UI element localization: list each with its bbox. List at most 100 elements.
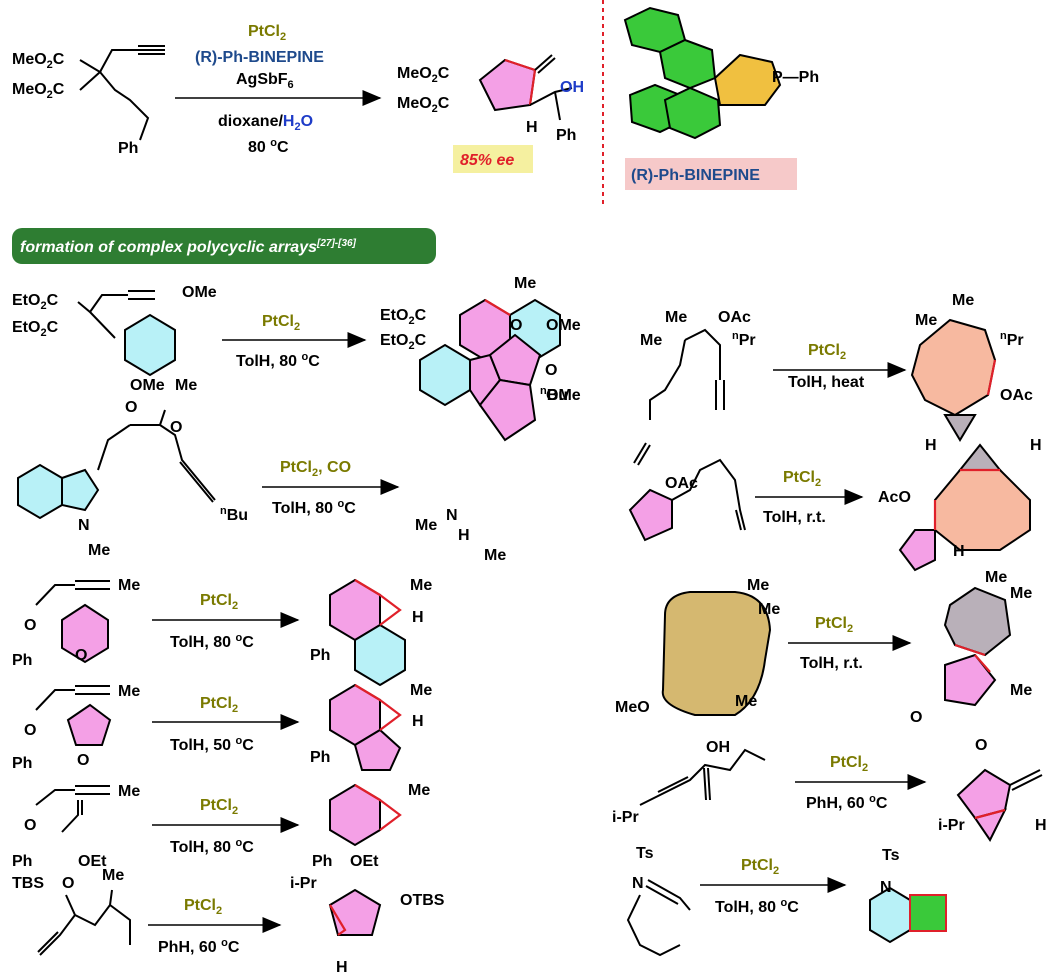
r6-me: Me: [102, 867, 124, 884]
section-banner: formation of complex polycyclic arrays[2…: [12, 228, 436, 264]
r9-prod-me-3: Me: [1010, 682, 1032, 699]
r8-prod-aco: AcO: [878, 489, 911, 506]
ee-value: 85% ee: [460, 152, 514, 169]
r1-prod-me: Me: [514, 275, 536, 292]
top-product: MeO2C MeO2C OH H Ph 85% ee: [397, 54, 584, 173]
ligand-label: (R)-Ph-BINEPINE: [631, 167, 760, 184]
r2-prod-o-carbonyl: O: [510, 317, 522, 334]
r6-catalyst: PtCl2: [184, 897, 222, 917]
top-additive: AgSbF6: [236, 71, 294, 91]
sm-ph-label: Ph: [118, 140, 138, 157]
reaction-2: N Me O O Me nBu PtCl2, CO TolH, 80 oC O …: [17, 317, 568, 564]
r2-prod-me: Me: [484, 547, 506, 564]
r8-prod-h-2: H: [1030, 437, 1042, 454]
r4-ring-o: O: [77, 752, 89, 769]
r6-tbs: TBS: [12, 875, 44, 892]
r5-o: O: [24, 817, 36, 834]
r8-prod-h-3: H: [953, 543, 965, 560]
product-h: H: [526, 119, 538, 136]
r4-ph: Ph: [12, 755, 32, 772]
r2-prod-nbu: nBu: [540, 385, 568, 404]
r5-ph: Ph: [12, 853, 32, 870]
r11-prod-n: N: [880, 879, 892, 896]
r2-me-top: Me: [175, 377, 197, 394]
r4-prod-ph: Ph: [310, 749, 330, 766]
r10-prod-o: O: [975, 737, 987, 754]
ligand-label-bg: [625, 158, 797, 190]
reaction-3: Me O Ph O PtCl2 TolH, 80 oC Me H Ph: [12, 577, 432, 687]
r3-catalyst: PtCl2: [200, 592, 238, 612]
reaction-7: Me Me OAc nPr PtCl2 TolH, heat Me Me nPr…: [640, 292, 1033, 442]
r11-catalyst: PtCl2: [741, 857, 779, 877]
r2-conditions: TolH, 80 oC: [272, 498, 356, 517]
r6-prod-otbs: OTBS: [400, 892, 445, 909]
banner-text: formation of complex polycyclic arrays[2…: [20, 238, 357, 256]
r3-ring-o: O: [75, 647, 87, 664]
r10-prod-h: H: [1035, 817, 1047, 834]
r5-catalyst: PtCl2: [200, 797, 238, 817]
r6-o: O: [62, 875, 74, 892]
top-solvent: dioxane/H2O: [218, 113, 313, 133]
reaction-9: Me Me MeO Me PtCl2 TolH, r.t. Me Me Me O: [615, 569, 1032, 726]
r11-prod-ts: Ts: [882, 847, 900, 864]
reaction-11: Ts N PtCl2 TolH, 80 oC Ts N: [626, 845, 947, 957]
r3-conditions: TolH, 80 oC: [170, 632, 254, 651]
r9-me-3: Me: [735, 693, 757, 710]
r10-prod-ipr: i-Pr: [938, 817, 965, 834]
r5-prod-ph: Ph: [312, 853, 332, 870]
r9-prod-me-2: Me: [1010, 585, 1032, 602]
r1-prod-ome-1: OMe: [546, 317, 581, 334]
r11-ts: Ts: [636, 845, 654, 862]
reaction-5: Me O Ph OEt PtCl2 TolH, 80 oC Me Ph OEt: [12, 782, 430, 870]
r3-prod-me: Me: [410, 577, 432, 594]
r1-prod-ester-1: EtO2C: [380, 307, 427, 327]
product-ester-1: MeO2C: [397, 65, 450, 85]
r4-prod-h: H: [412, 713, 424, 730]
top-ligand-label: (R)-Ph-BINEPINE: [195, 49, 324, 66]
product-oh: OH: [560, 79, 584, 96]
r7-npr: nPr: [732, 330, 756, 349]
r7-prod-me-1: Me: [915, 312, 937, 329]
r6-prod-h: H: [336, 959, 348, 976]
r2-prod-nme: Me: [415, 517, 437, 534]
top-reagents: PtCl2 (R)-Ph-BINEPINE AgSbF6 dioxane/H2O…: [195, 23, 324, 156]
top-catalyst: PtCl2: [248, 23, 286, 43]
ligand-p-ph: P—Ph: [772, 69, 819, 86]
r1-ester-1: EtO2C: [12, 292, 59, 312]
product-ester-2: MeO2C: [397, 95, 450, 115]
top-starting-material: MeO2C MeO2C Ph: [12, 45, 165, 157]
r7-me-2: Me: [640, 332, 662, 349]
reaction-1: EtO2C EtO2C OMe OMe PtCl2 TolH, 80 oC Et…: [12, 275, 581, 404]
r3-prod-h: H: [412, 609, 424, 626]
r9-prod-me-1: Me: [985, 569, 1007, 586]
reaction-6: TBS O Me PtCl2 PhH, 60 oC i-Pr OTBS H: [12, 867, 445, 976]
r9-me-2: Me: [758, 601, 780, 618]
r9-prod-o: O: [910, 709, 922, 726]
r5-prod-oet: OEt: [350, 853, 379, 870]
r9-catalyst: PtCl2: [815, 615, 853, 635]
r9-meo: MeO: [615, 699, 650, 716]
r11-n: N: [632, 875, 644, 892]
r2-n: N: [78, 517, 90, 534]
reaction-10: OH i-Pr PtCl2 PhH, 60 oC O i-Pr H: [612, 737, 1047, 842]
r7-me-1: Me: [665, 309, 687, 326]
r1-conditions: TolH, 80 oC: [236, 351, 320, 370]
r5-conditions: TolH, 80 oC: [170, 837, 254, 856]
r7-catalyst: PtCl2: [808, 342, 846, 362]
r8-catalyst: PtCl2: [783, 469, 821, 489]
r2-o: O: [170, 419, 182, 436]
r2-prod-n: N: [446, 507, 458, 524]
r3-me: Me: [118, 577, 140, 594]
r10-catalyst: PtCl2: [830, 754, 868, 774]
r2-me: Me: [88, 542, 110, 559]
r3-prod-ph: Ph: [310, 647, 330, 664]
r4-conditions: TolH, 50 oC: [170, 735, 254, 754]
r1-prod-ester-2: EtO2C: [380, 332, 427, 352]
r7-prod-me-2: Me: [952, 292, 974, 309]
ee-highlight: [453, 145, 533, 173]
r8-conditions: TolH, r.t.: [763, 509, 826, 526]
r4-me: Me: [118, 683, 140, 700]
ligand-structure: P—Ph (R)-Ph-BINEPINE: [623, 6, 819, 190]
r2-prod-o: O: [545, 362, 557, 379]
r1-ome-top: OMe: [182, 284, 217, 301]
